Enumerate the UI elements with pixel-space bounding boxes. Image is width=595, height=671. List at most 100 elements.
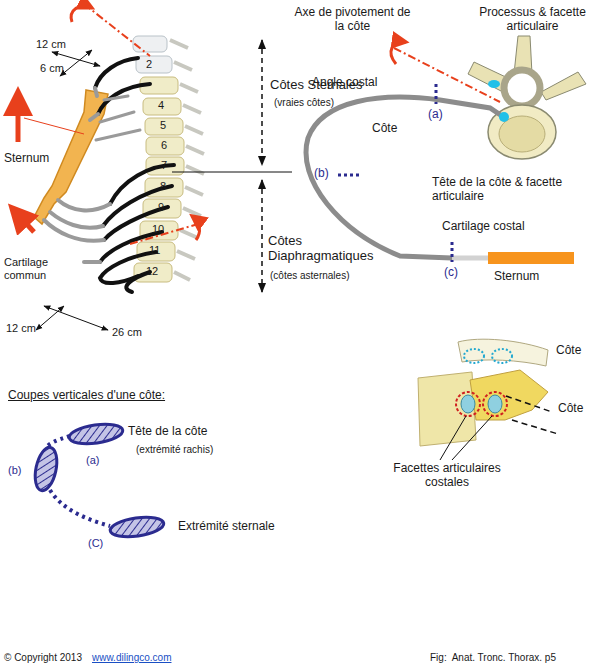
leader-line bbox=[440, 416, 492, 460]
vertebra-number: 4 bbox=[158, 99, 164, 112]
part-label: Extrémité sternale bbox=[178, 520, 275, 534]
transverse-process bbox=[541, 72, 586, 100]
dimension-label: 12 cm bbox=[36, 38, 66, 51]
movement-arrow bbox=[12, 208, 34, 232]
pivot-axis bbox=[394, 48, 500, 102]
part-label: Cartilage commun bbox=[4, 256, 64, 281]
section-marker-label: (a) bbox=[86, 454, 99, 467]
part-label: Côte bbox=[556, 344, 581, 358]
articular-facet bbox=[488, 80, 500, 88]
vertebra-top-view bbox=[468, 36, 586, 159]
section-marker bbox=[451, 242, 454, 262]
articular-facet bbox=[488, 395, 502, 413]
vertebra bbox=[137, 242, 175, 261]
region-note: (vraies côtes) bbox=[274, 97, 334, 109]
rib-number: 2 bbox=[146, 58, 152, 71]
section-marker-label: (b) bbox=[314, 167, 329, 181]
dimension-label: 26 cm bbox=[112, 326, 142, 339]
vertebra bbox=[145, 118, 183, 135]
part-label: Sternum bbox=[4, 152, 49, 166]
part-label: Processus & facette articulaire bbox=[470, 6, 595, 34]
vertebra-number: 11 bbox=[149, 244, 160, 257]
section-marker-label: (C) bbox=[88, 537, 103, 550]
dimension-label: 12 cm bbox=[6, 322, 36, 335]
vertebra bbox=[134, 263, 172, 282]
region-label: Côtes Diaphragmatiques bbox=[268, 234, 388, 264]
divider-line bbox=[172, 172, 292, 173]
part-label: Côte bbox=[372, 122, 397, 136]
rib bbox=[95, 58, 138, 88]
dimension-arrow bbox=[44, 306, 108, 330]
rib-section bbox=[32, 445, 61, 492]
axis-label: Axe de pivotement de la côte bbox=[290, 6, 415, 34]
movement-arrow bbox=[16, 92, 21, 142]
part-label: Cartilage costal bbox=[442, 220, 525, 234]
leader-line bbox=[24, 118, 84, 134]
section-marker-label: (c) bbox=[444, 266, 458, 280]
articular-facet bbox=[499, 112, 509, 122]
section-marker-label: (b) bbox=[8, 464, 21, 477]
rib-outline bbox=[506, 396, 558, 434]
part-label: Côte bbox=[558, 402, 583, 416]
rotation-arrow bbox=[192, 216, 199, 240]
costal-cartilage bbox=[84, 260, 100, 264]
vertebra bbox=[146, 137, 184, 155]
costal-cartilage bbox=[452, 256, 488, 261]
section-marker bbox=[338, 174, 360, 177]
part-label: Tête de la côte bbox=[128, 425, 207, 439]
section-marker-label: (a) bbox=[428, 108, 443, 122]
vertebra-number: 10 bbox=[152, 223, 164, 236]
ribs bbox=[44, 58, 174, 292]
spine bbox=[133, 36, 204, 282]
costal-cartilage bbox=[90, 114, 98, 120]
part-label: Tête de la côte & facette articulaire bbox=[432, 176, 582, 204]
costal-cartilage bbox=[58, 200, 110, 210]
figure-caption: Fig: Anat. Tronc. Thorax. p5 bbox=[430, 652, 556, 664]
vertebra-side-view bbox=[418, 339, 558, 460]
dimension-arrow bbox=[60, 50, 92, 76]
part-label: Sternum bbox=[494, 270, 539, 284]
vertebra-number: 6 bbox=[161, 139, 167, 152]
vertebra bbox=[133, 36, 167, 52]
facet-highlight bbox=[483, 392, 507, 416]
part-note: (extrémité rachis) bbox=[136, 444, 213, 456]
rib-section bbox=[68, 421, 124, 446]
sternum-bone bbox=[488, 252, 574, 264]
costal-cartilage bbox=[50, 212, 103, 228]
vertebra-number: 12 bbox=[146, 265, 158, 278]
vertebral-arch bbox=[504, 70, 540, 106]
section-path bbox=[50, 490, 110, 526]
vertebral-arch bbox=[470, 370, 548, 420]
rib-section bbox=[109, 514, 165, 539]
part-label: Angle costal bbox=[312, 76, 377, 90]
vertebral-body bbox=[418, 372, 476, 446]
rotation-arrow bbox=[71, 6, 92, 22]
dimension-arrow bbox=[36, 306, 64, 330]
rib bbox=[458, 339, 548, 366]
facet-outline bbox=[464, 349, 484, 363]
part-label: Facettes articulaires costales bbox=[372, 462, 522, 490]
pivot-axis bbox=[84, 4, 150, 56]
range-bracket bbox=[261, 40, 263, 165]
vertebra bbox=[136, 56, 172, 73]
copyright: © Copyright 2013 bbox=[4, 652, 82, 664]
range-bracket bbox=[261, 180, 263, 292]
spinous-process bbox=[170, 40, 204, 280]
vertebra-number: 9 bbox=[158, 201, 164, 214]
facet-outline bbox=[492, 349, 512, 363]
facet-highlight bbox=[456, 392, 480, 416]
dimension-label: 6 cm bbox=[40, 62, 64, 75]
vertebra bbox=[143, 98, 181, 115]
vertebra-number: 7 bbox=[161, 159, 167, 172]
section-heading: Coupes verticales d'une côte: bbox=[8, 389, 165, 403]
pivot-axis bbox=[130, 224, 198, 244]
costal-cartilage bbox=[96, 96, 140, 140]
vertebra-number: 5 bbox=[160, 119, 166, 132]
section-marker bbox=[435, 84, 438, 104]
articular-facet bbox=[461, 395, 475, 413]
vertebra-number: 8 bbox=[160, 180, 166, 193]
website-link: www.dilingco.com bbox=[92, 652, 171, 664]
costal-cartilage bbox=[95, 88, 97, 96]
